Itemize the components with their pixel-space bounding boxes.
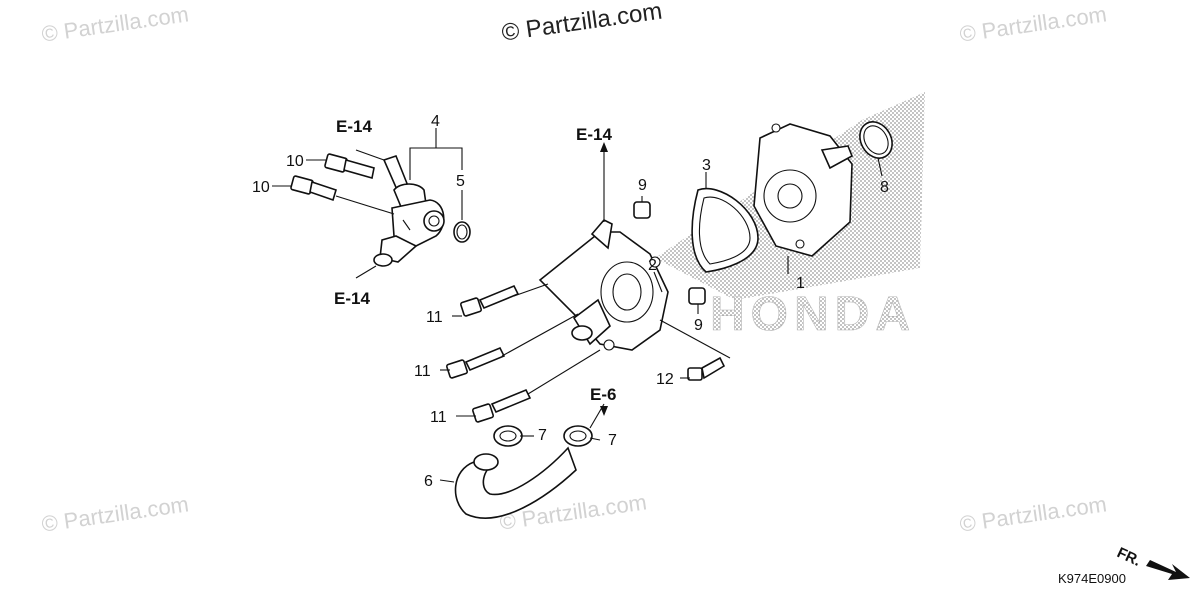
honda-logo-text: HONDA [710, 288, 916, 341]
part-2-pump-cover [538, 219, 669, 351]
callout-8: 8 [880, 179, 889, 196]
part-12-bolt [687, 356, 726, 381]
part-11-bolt-2 [445, 346, 506, 379]
part-11-bolt-1 [459, 284, 520, 317]
part-10-bolt-upper [324, 153, 375, 180]
part-10-bolt-lower [290, 175, 337, 202]
part-1-water-pump-body [753, 123, 854, 257]
callout-11-2: 11 [414, 363, 431, 380]
front-label: FR. [1114, 544, 1143, 570]
callout-labels: 1 2 3 4 5 6 7 7 8 9 9 10 10 11 11 11 12 [252, 113, 889, 490]
part-9-dowel-pin-lower [688, 287, 706, 305]
part-6-water-hose [454, 446, 577, 519]
callout-12: 12 [656, 371, 674, 388]
callout-11-3: 11 [430, 409, 447, 426]
callout-10-lower: 10 [252, 179, 270, 196]
callout-11-1: 11 [426, 309, 443, 326]
part-4-joint-assembly [373, 155, 445, 267]
callout-5: 5 [456, 173, 465, 190]
callout-4: 4 [431, 113, 440, 130]
ref-e14-top-left: E-14 [336, 117, 372, 136]
callout-10-upper: 10 [286, 153, 304, 170]
diagram-code: K974E0900 [1058, 571, 1126, 586]
ref-e14-bottom-left: E-14 [334, 289, 370, 308]
callout-3: 3 [702, 157, 711, 174]
callout-9-lower: 9 [694, 317, 703, 334]
reference-labels: E-14 E-14 E-14 E-6 [334, 117, 616, 416]
callout-7-right: 7 [608, 432, 617, 449]
leader-lines [272, 128, 883, 483]
part-9-dowel-pin-upper [633, 201, 651, 219]
front-arrow-icon [1146, 560, 1190, 580]
callout-1: 1 [796, 275, 805, 292]
callout-6: 6 [424, 473, 433, 490]
callout-7-left: 7 [538, 427, 547, 444]
ref-e6: E-6 [590, 385, 616, 404]
callout-2: 2 [648, 257, 657, 274]
ref-e14-center: E-14 [576, 125, 612, 144]
callout-9-upper: 9 [638, 177, 647, 194]
part-11-bolt-3 [471, 388, 532, 423]
